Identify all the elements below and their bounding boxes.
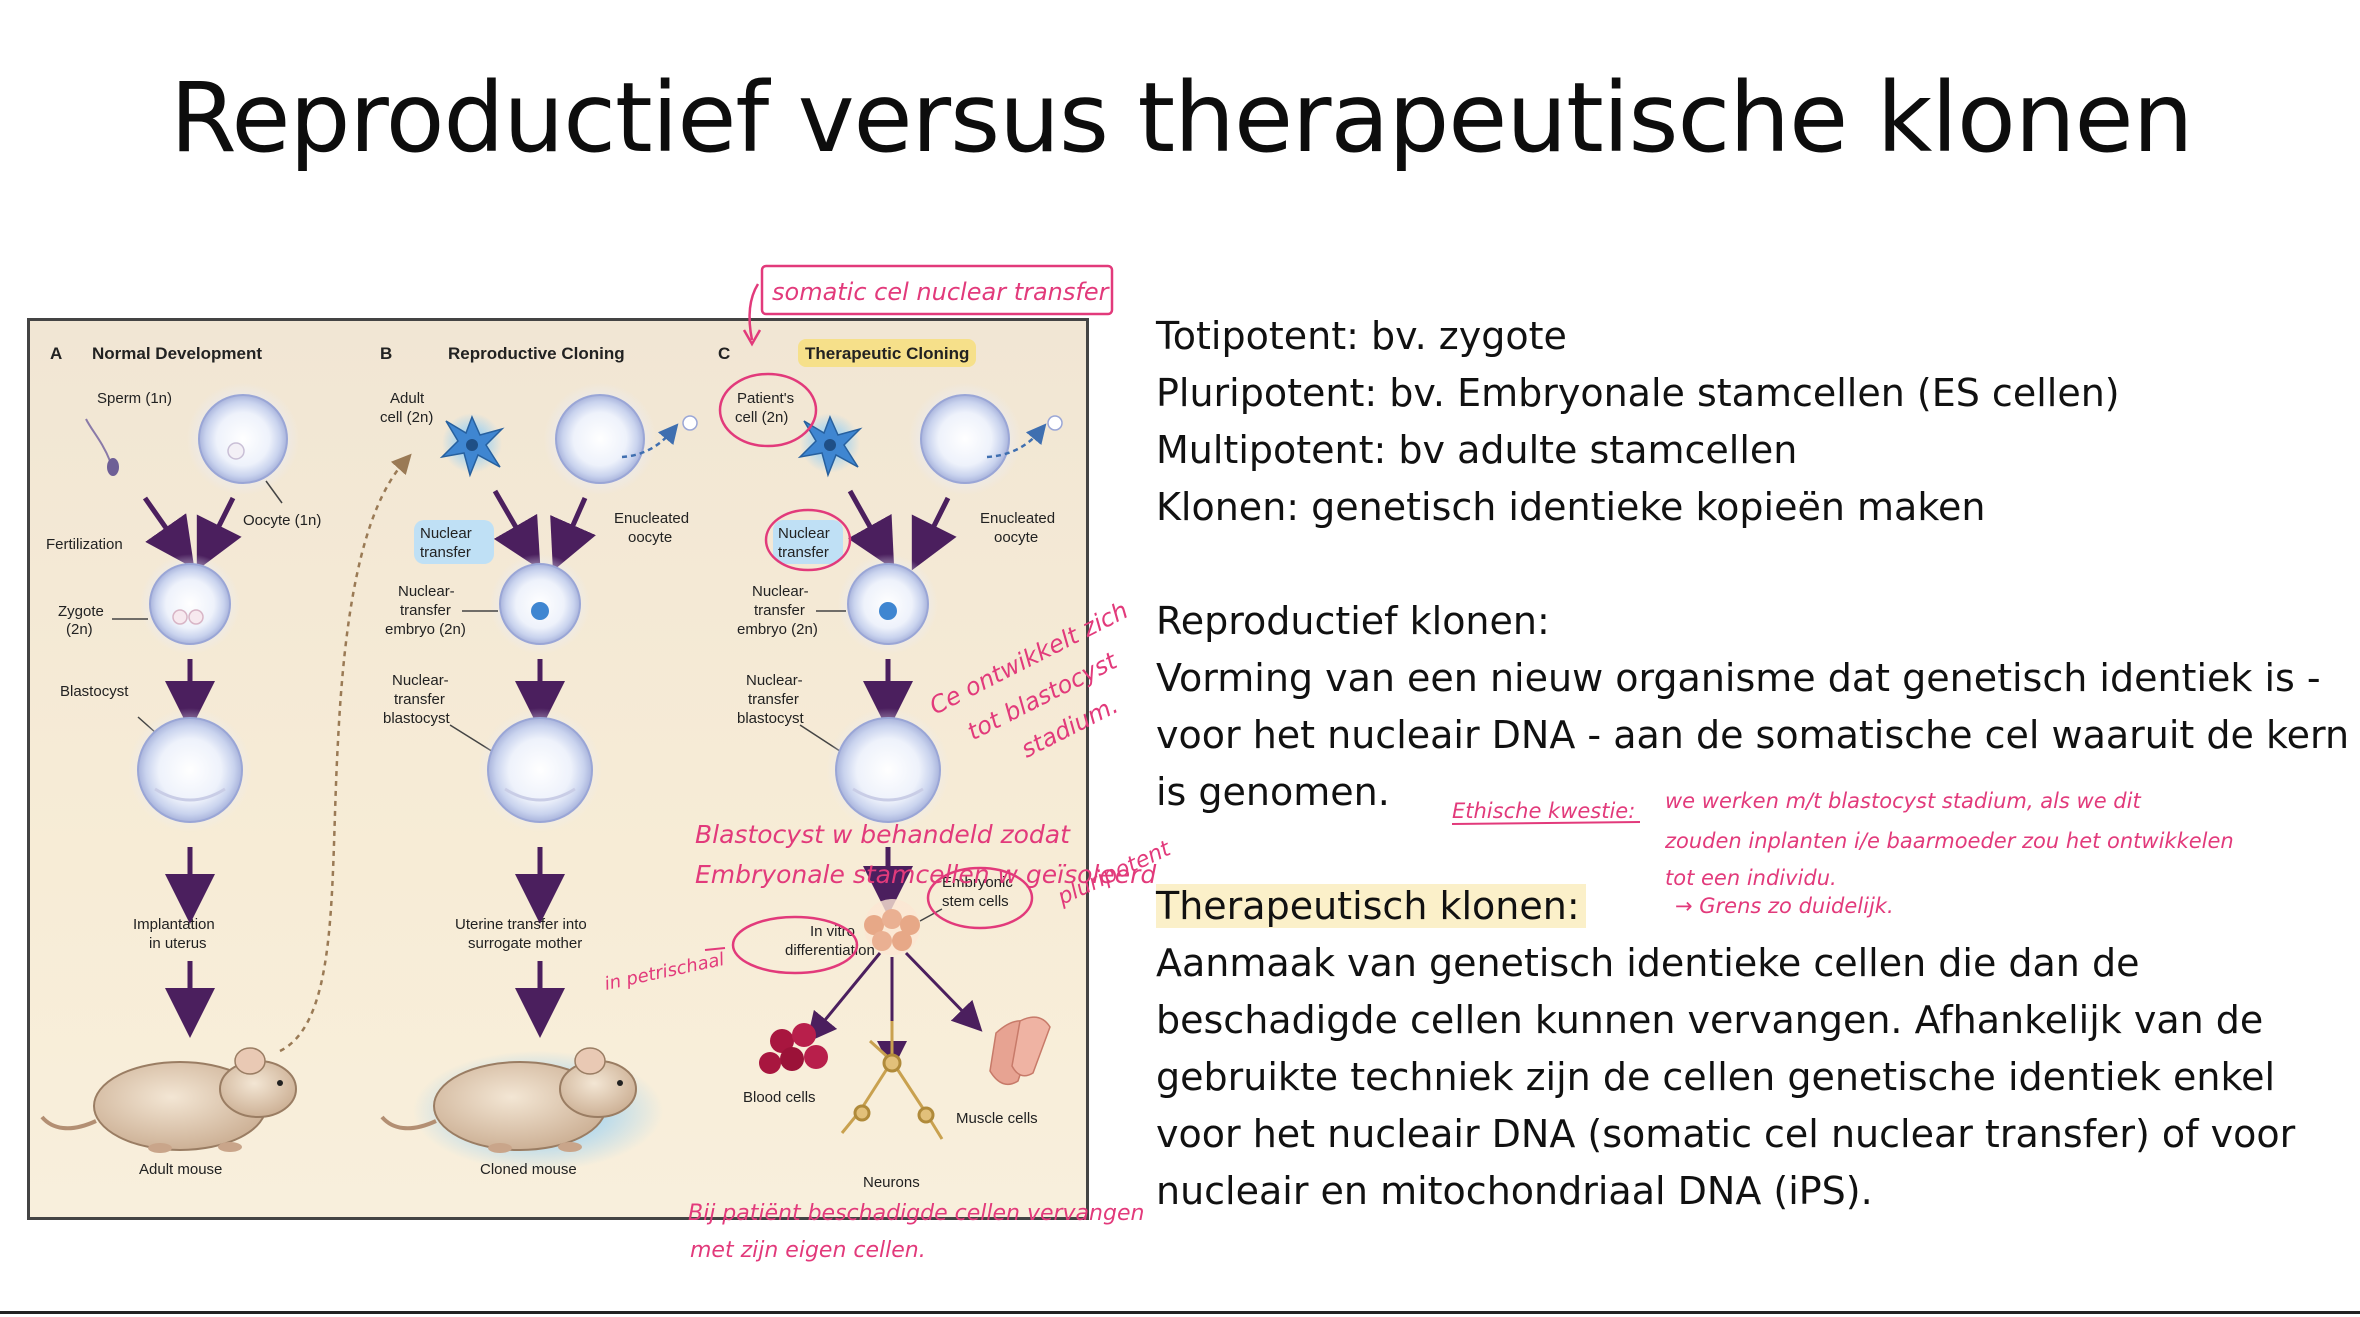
therapeutisch-line-5: nucleair en mitochondriaal DNA (iPS). [1156, 1169, 1873, 1213]
multipotent-line: Multipotent: bv adulte stamcellen [1156, 428, 1798, 472]
adult-cell-label-2: cell (2n) [380, 409, 433, 426]
nt-blast-b-label-2: transfer [394, 691, 445, 708]
scnt-annotation-box [760, 264, 1114, 316]
reproductief-heading: Reproductief klonen: [1156, 599, 1550, 643]
zygote-label-2: (2n) [66, 621, 93, 638]
panel-b-heading: Reproductive Cloning [448, 344, 625, 363]
therapeutisch-line-4: voor het nucleair DNA (somatic cel nucle… [1156, 1112, 2296, 1156]
implantation-label-1: Implantation [133, 916, 215, 933]
neurons-label: Neurons [863, 1174, 920, 1191]
implantation-label-2: in uterus [149, 935, 207, 952]
patient-cell-label-2: cell (2n) [735, 409, 788, 426]
nuclear-transfer-c-label-2: transfer [778, 544, 829, 561]
adult-cell-label-1: Adult [390, 390, 425, 407]
nt-embryo-c-label-1: Nuclear- [752, 583, 809, 600]
therapeutisch-heading: Therapeutisch klonen: [1156, 884, 1586, 928]
nt-blast-b-label-1: Nuclear- [392, 672, 449, 689]
adult-cell-icon [439, 413, 505, 478]
enucleated-c-label-1: Enucleated [980, 510, 1055, 527]
blood-cells-label: Blood cells [743, 1089, 816, 1106]
nuclear-transfer-b-label-1: Nuclear [420, 525, 472, 542]
embryonic-stem-cells-icon [864, 899, 920, 955]
muscle-cells-icon [989, 1016, 1051, 1086]
enucleated-b-label-2: oocyte [628, 529, 672, 546]
neurons-icon [840, 1021, 944, 1140]
therapeutisch-line-3: gebruikte techniek zijn de cellen geneti… [1156, 1055, 2276, 1099]
in-vitro-label-1: In vitro [810, 923, 855, 940]
patient-annotation-2: met zijn eigen cellen. [690, 1238, 926, 1263]
panel-c-heading: Therapeutic Cloning [805, 344, 969, 363]
patient-cell-label-1: Patient's [737, 390, 794, 407]
adult-mouse-icon [40, 1047, 297, 1153]
adult-mouse-label: Adult mouse [139, 1161, 222, 1178]
panel-a-letter: A [50, 344, 62, 363]
reproductief-line-1: Vorming van een nieuw organisme dat gene… [1156, 656, 2321, 700]
cloned-mouse-icon [380, 1047, 663, 1171]
totipotent-line: Totipotent: bv. zygote [1156, 314, 1567, 358]
panel-c-letter: C [718, 344, 730, 363]
oocyte-label: Oocyte (1n) [243, 512, 321, 529]
embryonic-label-1: Embryonic [942, 874, 1013, 891]
nt-blast-c-label-3: blastocyst [737, 710, 805, 727]
nt-embryo-b-label-1: Nuclear- [398, 583, 455, 600]
zygote-icon [149, 563, 231, 645]
slide-title: Reproductief versus therapeutische klone… [170, 62, 2193, 174]
nt-embryo-b-label-3: embryo (2n) [385, 621, 466, 638]
panel-a-heading: Normal Development [92, 344, 262, 363]
sperm-icon [107, 458, 119, 476]
nt-blastocyst-b-icon [487, 717, 593, 823]
sperm-label: Sperm (1n) [97, 390, 172, 407]
therapeutisch-line-2: beschadigde cellen kunnen vervangen. Afh… [1156, 998, 2264, 1042]
muscle-cells-label: Muscle cells [956, 1110, 1038, 1127]
cloned-mouse-label: Cloned mouse [480, 1161, 577, 1178]
fertilization-label: Fertilization [46, 536, 123, 553]
nt-embryo-c-label-2: transfer [754, 602, 805, 619]
in-vitro-label-2: differentiation [785, 942, 875, 959]
scnt-annotation: somatic cel nuclear transfer [772, 278, 1111, 306]
bottom-divider [0, 1311, 2360, 1314]
body-text: Totipotent: bv. zygote Pluripotent: bv. … [1156, 308, 2350, 1220]
panel-b-letter: B [380, 344, 392, 363]
nuclear-transfer-c-label-1: Nuclear [778, 525, 830, 542]
pluripotent-line: Pluripotent: bv. Embryonale stamcellen (… [1156, 371, 2120, 415]
therapeutisch-line-1: Aanmaak van genetisch identieke cellen d… [1156, 941, 2140, 985]
blood-cells-icon [759, 1023, 828, 1074]
nt-blast-c-label-2: transfer [748, 691, 799, 708]
uterine-label-1: Uterine transfer into [455, 916, 587, 933]
nt-blastocyst-c-icon [835, 717, 941, 823]
embryonic-label-2: stem cells [942, 893, 1009, 910]
nuclear-transfer-b-label-2: transfer [420, 544, 471, 561]
enucleated-oocyte-c-icon [920, 394, 1010, 484]
enucleated-c-label-2: oocyte [994, 529, 1038, 546]
enucleated-oocyte-b-icon [555, 394, 645, 484]
nt-embryo-c-label-3: embryo (2n) [737, 621, 818, 638]
nt-blast-c-label-1: Nuclear- [746, 672, 803, 689]
cloning-figure: A Normal Development B Reproductive Clon… [27, 318, 1089, 1220]
therapeutic-highlight [798, 339, 976, 367]
oocyte-icon [198, 394, 288, 484]
nt-blast-b-label-3: blastocyst [383, 710, 451, 727]
blastocyst-a-icon [137, 717, 243, 823]
nt-embryo-b-label-2: transfer [400, 602, 451, 619]
reproductief-line-2: voor het nucleair DNA - aan de somatisch… [1156, 713, 2350, 757]
enucleated-b-label-1: Enucleated [614, 510, 689, 527]
reproductief-line-3: is genomen. [1156, 770, 1390, 814]
klonen-line: Klonen: genetisch identieke kopieën make… [1156, 485, 1986, 529]
patient-cell-icon [797, 413, 863, 478]
uterine-label-2: surrogate mother [468, 935, 582, 952]
blastocyst-a-label: Blastocyst [60, 683, 129, 700]
zygote-label-1: Zygote [58, 603, 104, 620]
